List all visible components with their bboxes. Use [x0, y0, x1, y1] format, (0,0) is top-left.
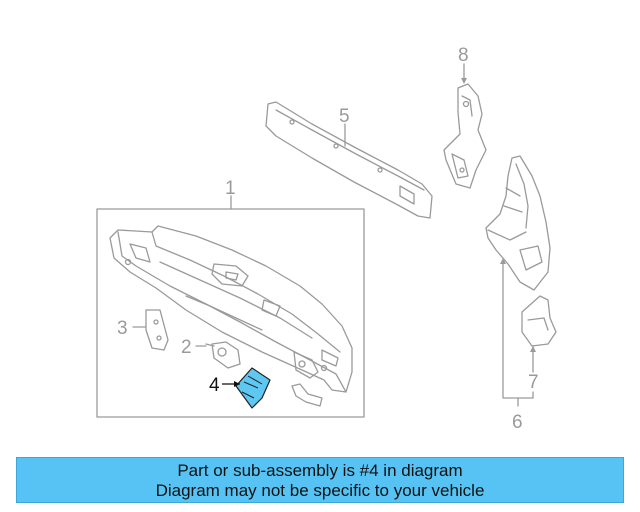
callout-1-label[interactable]: 1: [225, 178, 236, 199]
callout-8-label[interactable]: 8: [458, 45, 469, 66]
callout-6-label[interactable]: 6: [512, 412, 523, 433]
info-banner: Part or sub-assembly is #4 in diagram Di…: [16, 457, 624, 503]
callout-7-label[interactable]: 7: [528, 372, 539, 393]
clip-part-2[interactable]: [205, 341, 241, 369]
callout-2-label[interactable]: 2: [181, 337, 192, 358]
small-clip-part[interactable]: [291, 383, 323, 407]
part-4-highlight[interactable]: [235, 367, 271, 409]
banner-line-2: Diagram may not be specific to your vehi…: [155, 481, 485, 500]
callout-3-label[interactable]: 3: [117, 318, 128, 339]
side-bracket-part-6[interactable]: [485, 155, 551, 291]
crossmember-part-5[interactable]: [265, 101, 433, 219]
callout-5-label[interactable]: 5: [339, 106, 350, 127]
bracket-part-3[interactable]: [145, 309, 169, 351]
reinforcement-part-4[interactable]: [222, 367, 271, 409]
lower-bracket-part-7[interactable]: [521, 295, 557, 347]
bracket-part-8[interactable]: [443, 83, 487, 189]
callout-6-leader: [502, 261, 534, 407]
banner-line-1: Part or sub-assembly is #4 in diagram: [177, 461, 463, 480]
rear-panel-part[interactable]: [109, 225, 353, 393]
callout-4-label[interactable]: 4: [209, 375, 220, 396]
